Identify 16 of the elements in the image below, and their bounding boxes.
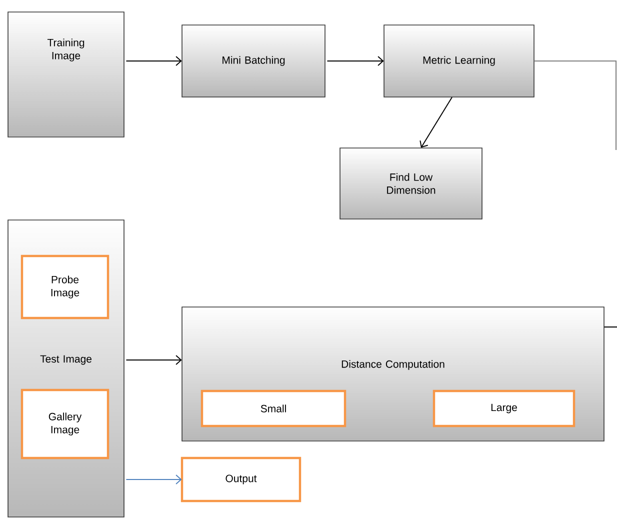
process-box: Mini Batching [182,24,326,98]
connector-line [604,326,617,328]
input-box: Small [200,390,346,428]
process-box: Output [180,456,302,502]
process-box: Metric Learning [384,24,534,98]
process-box: Training Image [8,12,124,138]
input-box: Large [432,390,576,428]
arrow [326,56,384,66]
connector-line [534,60,616,150]
arrow [126,474,182,484]
arrow [420,96,452,148]
input-box: Gallery Image [20,388,110,460]
input-box: Probe Image [20,254,110,320]
arrow [126,355,182,365]
process-box: Find Low Dimension [340,148,482,220]
arrow [126,56,182,66]
